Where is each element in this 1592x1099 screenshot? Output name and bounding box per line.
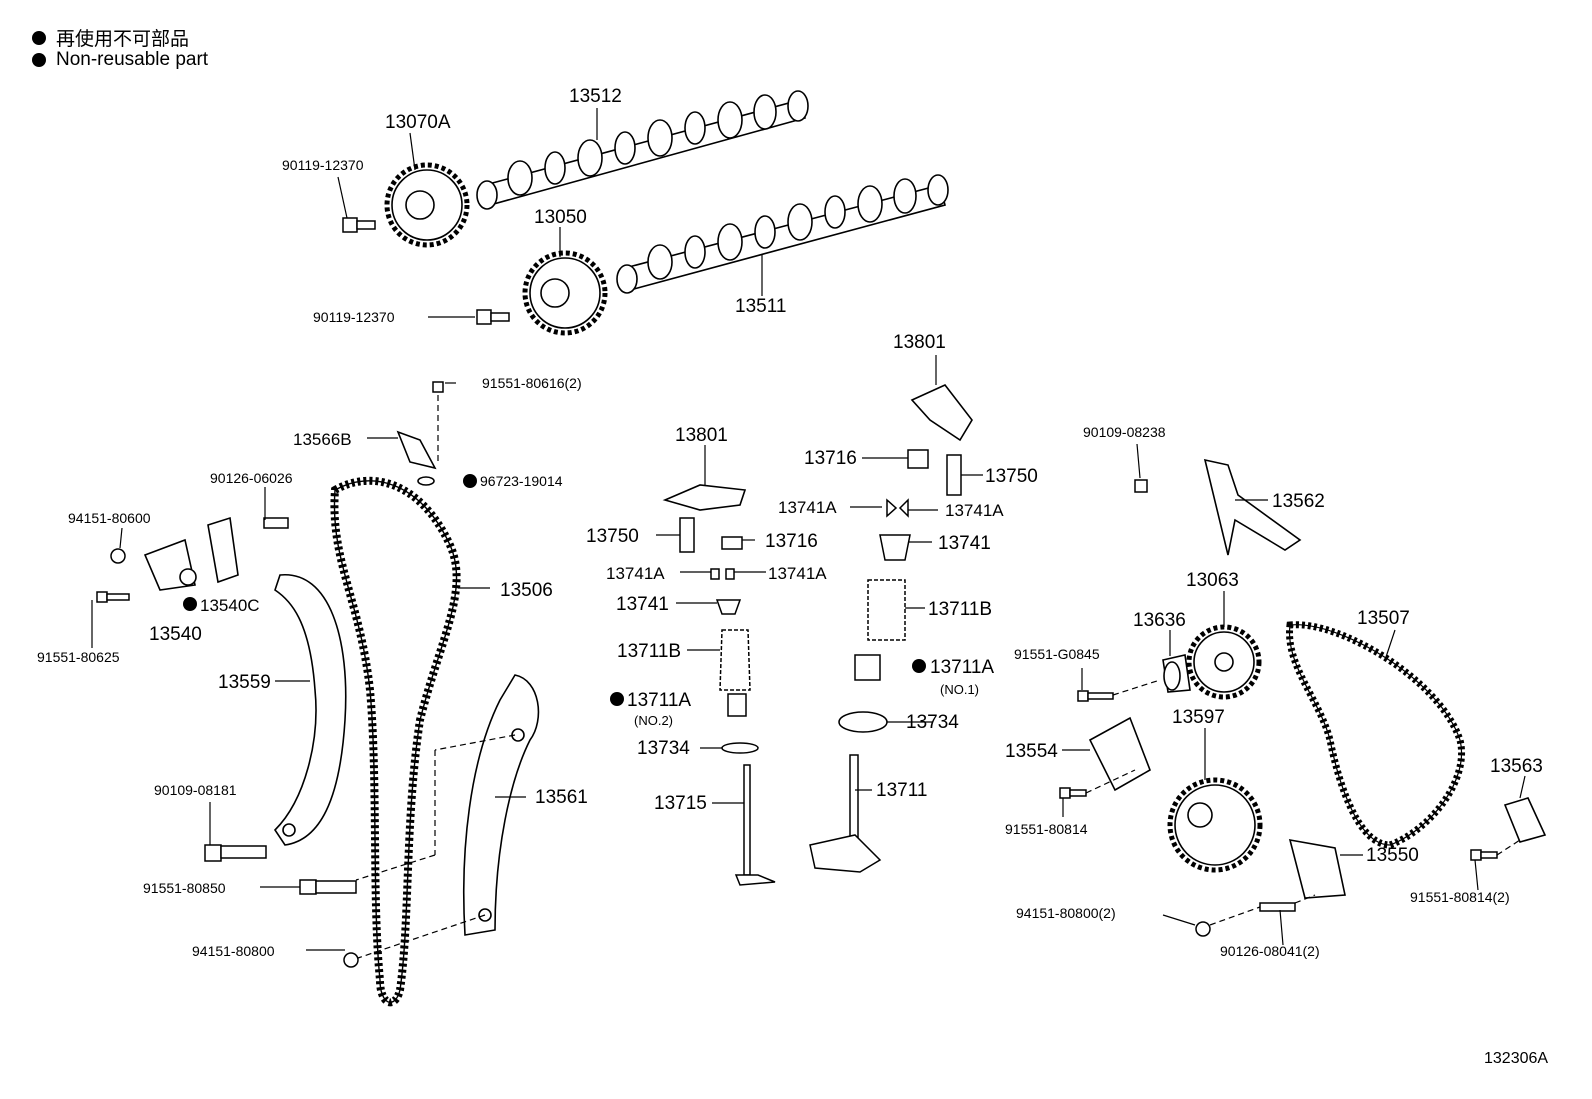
oil-pump-sprocket-13597 (1167, 777, 1263, 873)
part-label: 91551-80814(2) (1410, 889, 1510, 905)
bolt-icons (96, 217, 1498, 968)
part-label: 13734 (906, 712, 959, 733)
chain-damper-13562 (1203, 458, 1302, 556)
cam-sprocket-13050 (522, 250, 608, 336)
non-reusable-markers (183, 474, 926, 706)
camshaft-exhaust (476, 90, 809, 210)
non-reusable-dot-icon (32, 30, 46, 45)
part-label: 90126-08041(2) (1220, 943, 1320, 959)
legend-japanese: 再使用不可部品 (32, 24, 189, 51)
part-label: 13741A (778, 498, 837, 517)
leader-lines (91, 108, 1526, 951)
part-label: 13750 (985, 466, 1038, 487)
part-label: 13750 (586, 526, 639, 547)
part-label: 13716 (804, 448, 857, 469)
part-label: 13540 (149, 624, 202, 645)
crank-sprocket-13063 (1186, 624, 1262, 700)
non-reusable-dot-icon (32, 53, 46, 67)
part-label: 90109-08181 (154, 782, 237, 798)
part-label: 13050 (534, 207, 587, 228)
legend-english-text: Non-reusable part (56, 49, 209, 70)
part-label: 13715 (654, 793, 707, 814)
legend-japanese-text: 再使用不可部品 (56, 29, 190, 50)
bushing-13636 (1162, 654, 1191, 693)
part-label: 13070A (385, 112, 451, 133)
part-label: 90119-12370 (282, 157, 364, 173)
part-label: 13734 (637, 738, 690, 759)
part-label: 13711A (627, 690, 692, 711)
part-label: 94151-80600 (68, 510, 151, 526)
part-label: 13711A (930, 657, 995, 678)
tensioner-plate-13563 (1503, 797, 1547, 843)
part-label: 13561 (535, 787, 588, 808)
tensioner-gasket-13540c (207, 516, 239, 584)
tensioner-13550 (1288, 838, 1346, 899)
part-label: 91551-80616(2) (482, 375, 582, 391)
cam-sprocket-13070a (384, 162, 470, 248)
part-label: 13801 (893, 332, 946, 353)
chain-tensioner-13540 (143, 538, 197, 591)
timing-chain-13506 (330, 476, 461, 1007)
part-label: 13711 (876, 780, 928, 801)
part-label: 13636 (1133, 610, 1186, 631)
part-label: (NO.1) (940, 682, 979, 697)
part-label: 13711B (617, 641, 682, 662)
part-label: 13554 (1005, 741, 1058, 762)
valve-parts-left (679, 517, 776, 886)
part-label: 94151-80800 (192, 943, 275, 959)
rocker-arm-13801-right (910, 384, 973, 442)
part-label: 13741A (945, 501, 1004, 520)
part-label: 96723-19014 (480, 473, 563, 489)
rocker-arm-13801-left (662, 484, 747, 511)
part-label: (NO.2) (634, 713, 673, 728)
part-label: 13550 (1366, 845, 1419, 866)
part-label: 13506 (500, 580, 553, 601)
camshaft-intake (616, 174, 949, 294)
chain-guide-13559 (273, 574, 347, 846)
part-label: 13711B (928, 599, 993, 620)
timing-chain-13507 (1286, 621, 1465, 849)
part-label: 13716 (765, 531, 818, 552)
part-label: 91551-G0845 (1014, 646, 1100, 662)
part-label: 91551-80625 (37, 649, 120, 665)
part-label: 13597 (1172, 707, 1225, 728)
part-label: 90126-06026 (210, 470, 293, 486)
part-label: 91551-80850 (143, 880, 226, 896)
oil-nozzle-13566b (396, 430, 437, 486)
part-label: 94151-80800(2) (1016, 905, 1116, 921)
part-label: 13741 (616, 594, 669, 615)
part-label: 90119-12370 (313, 309, 395, 325)
part-label: 13511 (735, 296, 787, 317)
part-label: 13562 (1272, 491, 1325, 512)
diagram-code: 132306A (1484, 1050, 1549, 1067)
part-label: 13566B (293, 430, 352, 449)
assembly-dashed-lines (355, 395, 1521, 959)
part-label: 13801 (675, 425, 728, 446)
part-label: 13559 (218, 672, 271, 693)
part-label: 13563 (1490, 756, 1543, 777)
chain-guide-13561 (463, 674, 540, 936)
part-label: 91551-80814 (1005, 821, 1088, 837)
part-label: 13741A (768, 564, 827, 583)
legend-english: Non-reusable part (32, 49, 208, 71)
part-label: 13741 (938, 533, 991, 554)
part-label: 13540C (200, 596, 260, 615)
part-label: 13741A (606, 564, 665, 583)
tensioner-arm-13554 (1088, 716, 1151, 792)
part-label: 13063 (1186, 570, 1239, 591)
part-label: 90109-08238 (1083, 424, 1166, 440)
part-label: 13507 (1357, 608, 1410, 629)
part-label: 13512 (569, 86, 622, 107)
